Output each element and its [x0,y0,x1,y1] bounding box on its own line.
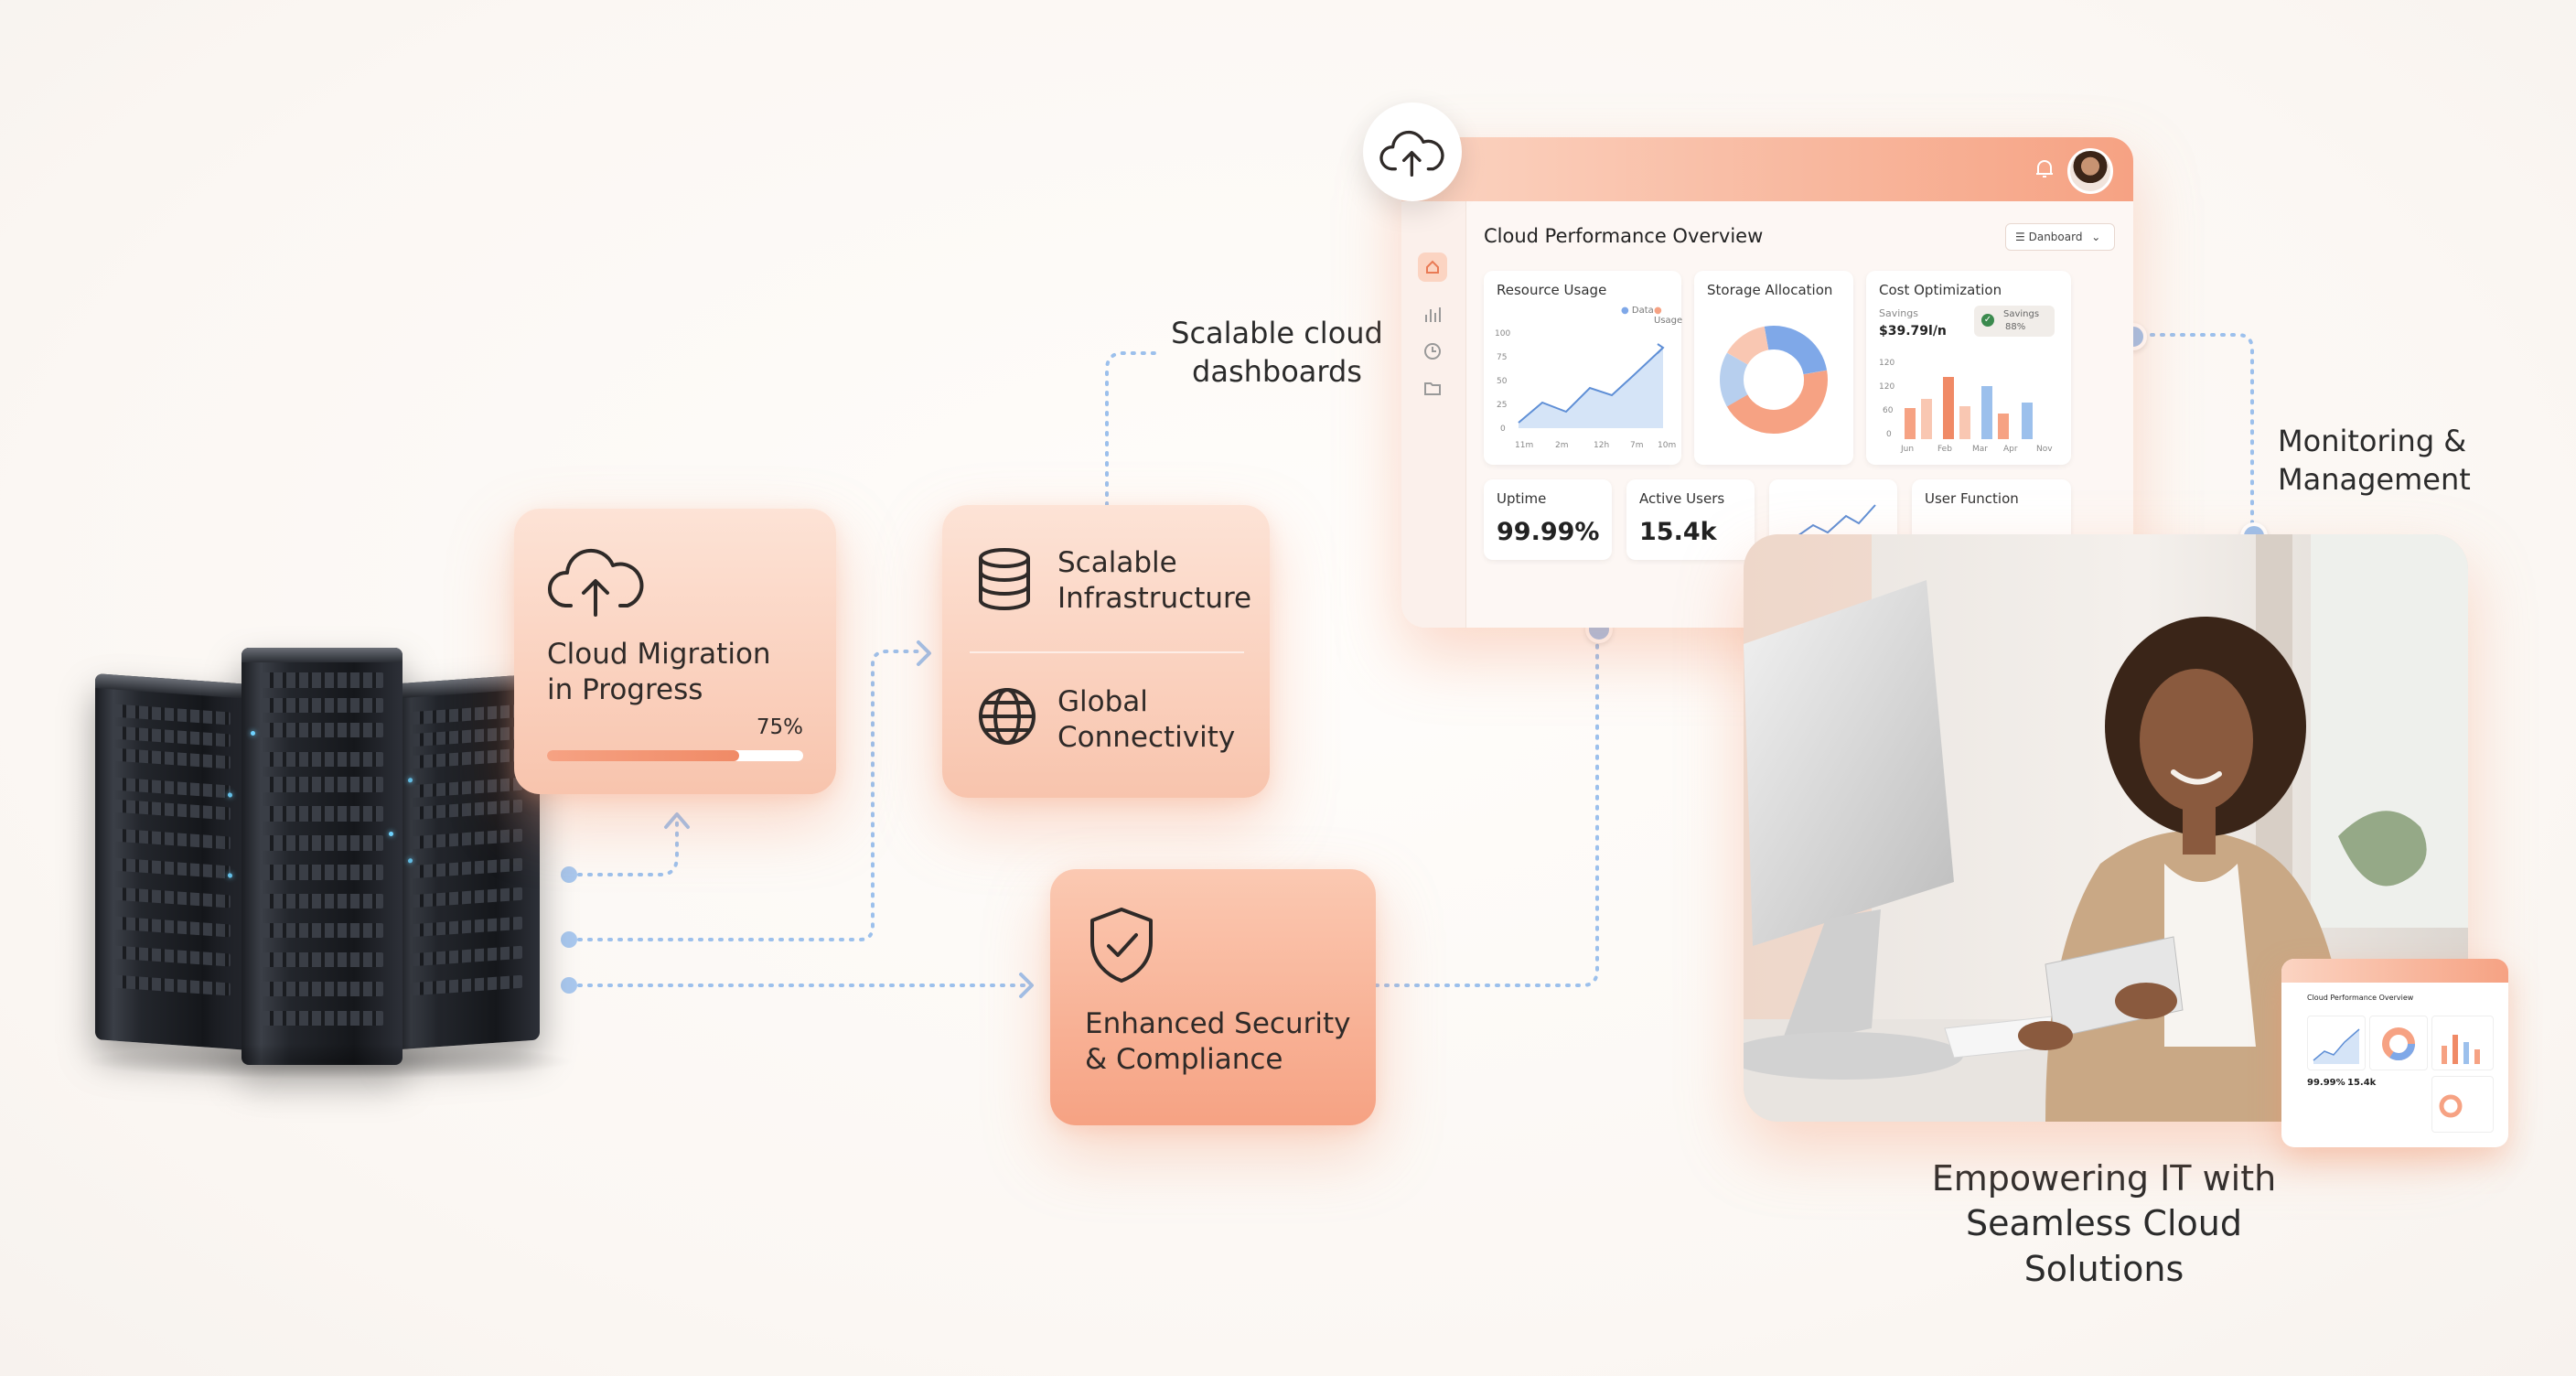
bar-chart-icon[interactable] [1422,304,1444,326]
mini-users: 15.4k [2347,1078,2377,1088]
x-tick: 10m [1658,441,1677,450]
x-tick: Feb [1937,445,1952,454]
bell-icon[interactable] [2034,157,2055,179]
y-tick: 120 [1879,382,1895,392]
mini-bar-tile [2431,1016,2494,1070]
uptime-tile[interactable]: Uptime 99.99% [1484,479,1612,560]
y-tick: 0 [1886,430,1892,439]
cost-bar [1921,399,1932,439]
active-users-tile[interactable]: Active Users 15.4k [1626,479,1755,560]
storage-donut-chart [1719,326,1828,434]
monitoring-label: Monitoring & Management [2278,424,2471,497]
cost-bar [1959,406,1970,439]
resource-usage-tile[interactable]: Resource Usage ● Data ● Usage 100 75 50 … [1484,271,1683,465]
x-tick: 11m [1515,441,1534,450]
x-tick: Mar [1972,445,1988,454]
y-tick: 25 [1497,401,1508,410]
shield-check-icon [1090,908,1153,983]
folder-icon[interactable] [1422,377,1444,399]
dashboard-title: Cloud Performance Overview [1484,225,1764,247]
clock-icon[interactable] [1422,340,1444,362]
uptime-value: 99.99% [1497,518,1600,546]
usage-line-chart [1518,343,1665,428]
rack-shadow [82,1043,576,1080]
resource-usage-title: Resource Usage [1497,282,1607,298]
dashboards-label: Scalable cloud dashboards [1171,316,1383,389]
cost-bar [1943,377,1954,439]
mini-header [2281,959,2508,983]
cost-bar [1981,386,1992,439]
dashboard-dropdown[interactable]: ☰ Danboard ⌄ [2005,223,2115,251]
check-icon: ✓ [1981,314,1994,327]
home-icon[interactable] [1418,253,1447,282]
tagline: Empowering IT with Seamless Cloud Soluti… [1931,1158,2277,1289]
x-tick: 7m [1630,441,1644,450]
dashboard-window: Cloud Performance Overview ☰ Danboard ⌄ … [1401,137,2133,628]
storage-tile[interactable]: Storage Allocation [1694,271,1853,465]
savings-label: Savings [1879,307,1918,319]
migration-card: Cloud Migration in Progress 75% [514,509,836,794]
mini-uptime: 99.99% [2307,1078,2345,1088]
storage-title: Storage Allocation [1707,282,1833,298]
database-icon [979,548,1030,610]
connectivity-label: Global Connectivity [1057,685,1236,754]
migration-title: Cloud Migration in Progress [547,638,771,706]
uptime-title: Uptime [1497,490,1547,507]
dashboard-header [1401,137,2133,201]
security-card: Enhanced Security & Compliance [1050,869,1376,1125]
savings-value: $39.79l/n [1879,324,1947,339]
cost-bar [2022,403,2033,439]
infrastructure-card: Scalable Infrastructure Global Connectiv… [942,505,1270,798]
card-divider [970,651,1244,653]
y-tick: 120 [1879,359,1895,368]
dashboard-sidebar [1401,201,1466,628]
infrastructure-label: Scalable Infrastructure [1057,546,1252,615]
legend-data: ● Data [1621,306,1654,316]
progress-percent: 75% [756,715,803,739]
connector-dot [561,977,577,994]
x-tick: 12h [1594,441,1610,450]
mini-dashboard: Cloud Performance Overview 99.99% 15.4k [2281,959,2508,1147]
connector-dot [561,931,577,948]
x-tick: Jun [1901,445,1915,454]
x-tick: Nov [2036,445,2053,454]
cost-tile[interactable]: Cost Optimization Savings $39.79l/n ✓ Sa… [1866,271,2071,465]
server-rack-center [242,648,402,1065]
legend-usage: ● Usage [1654,306,1683,326]
avatar[interactable] [2067,148,2113,194]
trend-sparkline [1794,504,1876,539]
x-tick: Apr [2003,445,2018,454]
y-tick: 60 [1883,406,1894,415]
user-function-title: User Function [1925,490,2019,507]
x-tick: 2m [1555,441,1569,450]
cost-title: Cost Optimization [1879,282,2002,298]
progress-track [547,750,803,761]
cloud-upload-icon [1379,130,1444,177]
active-users-value: 15.4k [1639,518,1717,546]
progress-fill [547,750,739,761]
savings-badge: ✓ Savings 88% [1974,306,2055,337]
cloud-upload-icon [547,548,644,617]
globe-icon [979,688,1036,745]
cost-bar [1998,414,2009,439]
security-title: Enhanced Security & Compliance [1085,1007,1351,1076]
y-tick: 0 [1500,425,1506,434]
cloud-badge [1363,102,1462,201]
mini-function-tile [2431,1076,2494,1133]
server-rack-left [95,673,249,1050]
mini-chart-tile [2307,1016,2366,1070]
y-tick: 50 [1497,377,1508,386]
menu-icon: ☰ [2015,231,2025,243]
y-tick: 100 [1495,329,1511,339]
y-tick: 75 [1497,353,1508,362]
cost-bar [1905,408,1916,439]
mini-title: Cloud Performance Overview [2307,994,2414,1002]
chevron-down-icon: ⌄ [2091,231,2101,243]
active-users-title: Active Users [1639,490,1725,507]
dropdown-label: Danboard [2028,231,2083,243]
mini-donut-tile [2369,1016,2428,1070]
connector-dot [561,866,577,883]
